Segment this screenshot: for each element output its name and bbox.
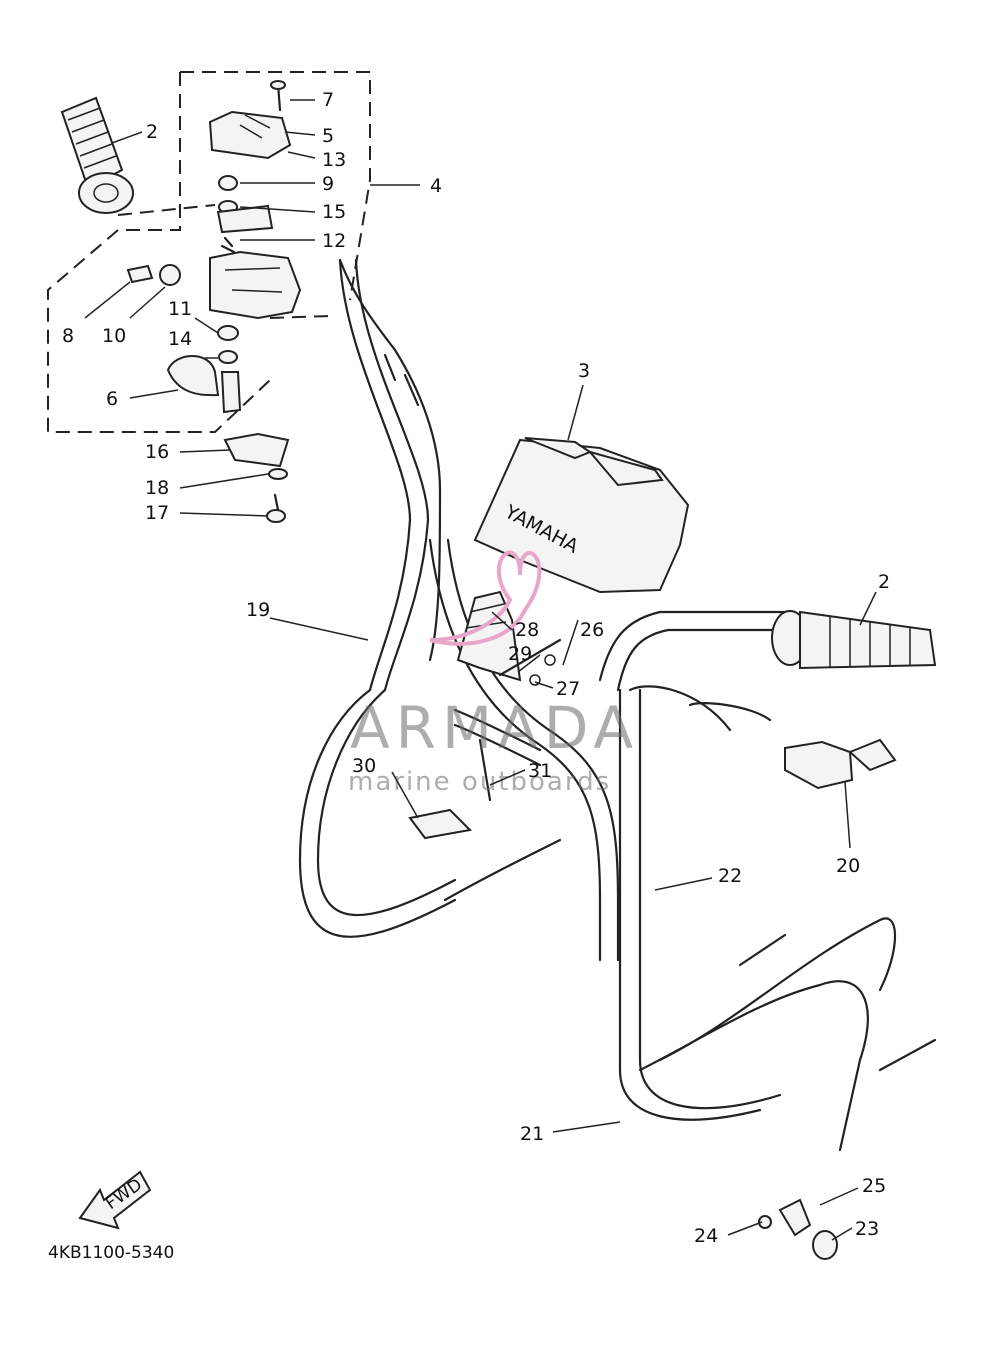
lever-switch — [784, 738, 897, 790]
watermark-logo — [429, 550, 542, 646]
callout-13: 13 — [322, 149, 346, 171]
callout-4: 4 — [430, 175, 442, 197]
throttle-housing-parts — [126, 80, 302, 523]
handlebar-cover: YAMAHA — [473, 437, 690, 594]
callout-23: 23 — [855, 1218, 879, 1240]
right-grip — [771, 610, 937, 670]
callout-31: 31 — [528, 760, 552, 782]
callout-labels: 2 7 5 13 9 15 12 4 8 10 11 14 6 16 18 17… — [62, 89, 890, 1247]
callout-3: 3 — [578, 360, 590, 382]
callout-29: 29 — [508, 643, 532, 665]
left-grip — [60, 96, 134, 214]
callout-14: 14 — [168, 328, 192, 350]
callout-19: 19 — [246, 599, 270, 621]
callout-15: 15 — [322, 201, 346, 223]
callout-24: 24 — [694, 1225, 718, 1247]
callout-7: 7 — [322, 89, 334, 111]
callout-11: 11 — [168, 298, 192, 320]
callout-27: 27 — [556, 678, 580, 700]
callout-21: 21 — [520, 1123, 544, 1145]
assembly-outline — [47, 71, 371, 433]
callout-2-left: 2 — [146, 121, 158, 143]
watermark: ARMADA marine outboards — [348, 550, 639, 797]
callout-10: 10 — [102, 325, 126, 347]
switch-assembly — [408, 590, 562, 840]
callout-25: 25 — [862, 1175, 886, 1197]
callout-12: 12 — [322, 230, 346, 252]
callout-16: 16 — [145, 441, 169, 463]
callout-6: 6 — [106, 388, 118, 410]
fwd-arrow: FWD — [78, 1170, 152, 1230]
cables — [338, 258, 937, 1260]
watermark-title: ARMADA — [350, 694, 639, 762]
callout-17: 17 — [145, 502, 169, 524]
callout-20: 20 — [836, 855, 860, 877]
callout-2-right: 2 — [878, 571, 890, 593]
diagram-code: 4KB1100-5340 — [48, 1243, 174, 1263]
callout-26: 26 — [580, 619, 604, 641]
callout-5: 5 — [322, 125, 334, 147]
leader-lines — [84, 99, 877, 1241]
callout-28: 28 — [515, 619, 539, 641]
callout-30: 30 — [352, 755, 376, 777]
callout-22: 22 — [718, 865, 742, 887]
handlebar — [298, 258, 792, 962]
watermark-subtitle: marine outboards — [348, 767, 611, 797]
callout-18: 18 — [145, 477, 169, 499]
callout-9: 9 — [322, 173, 334, 195]
callout-8: 8 — [62, 325, 74, 347]
